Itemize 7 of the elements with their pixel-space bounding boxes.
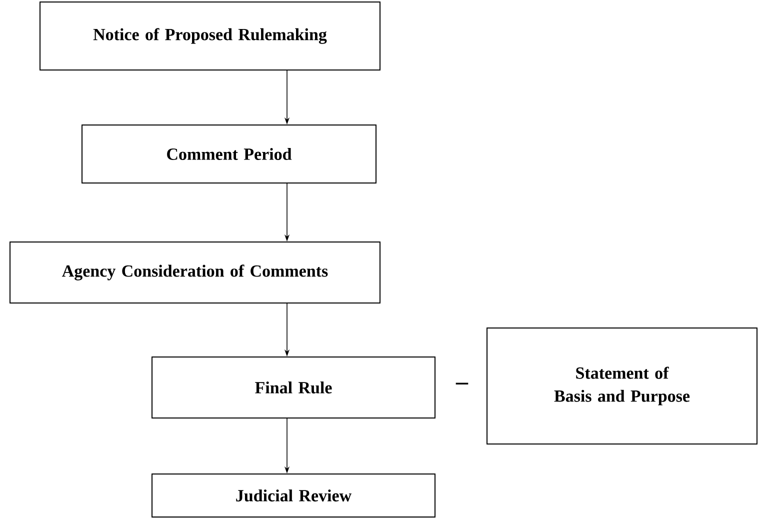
process-box: Agency Consideration of Comments — [10, 242, 380, 304]
process-box: Statement of Basis and Purpose — [486, 328, 758, 444]
process-box: Final Rule — [152, 356, 436, 418]
process-box: Judicial Review — [152, 474, 436, 518]
dash: – — [456, 382, 468, 384]
process-box: Comment Period — [82, 124, 376, 184]
process-box: Notice of Proposed Rulemaking — [40, 2, 380, 70]
